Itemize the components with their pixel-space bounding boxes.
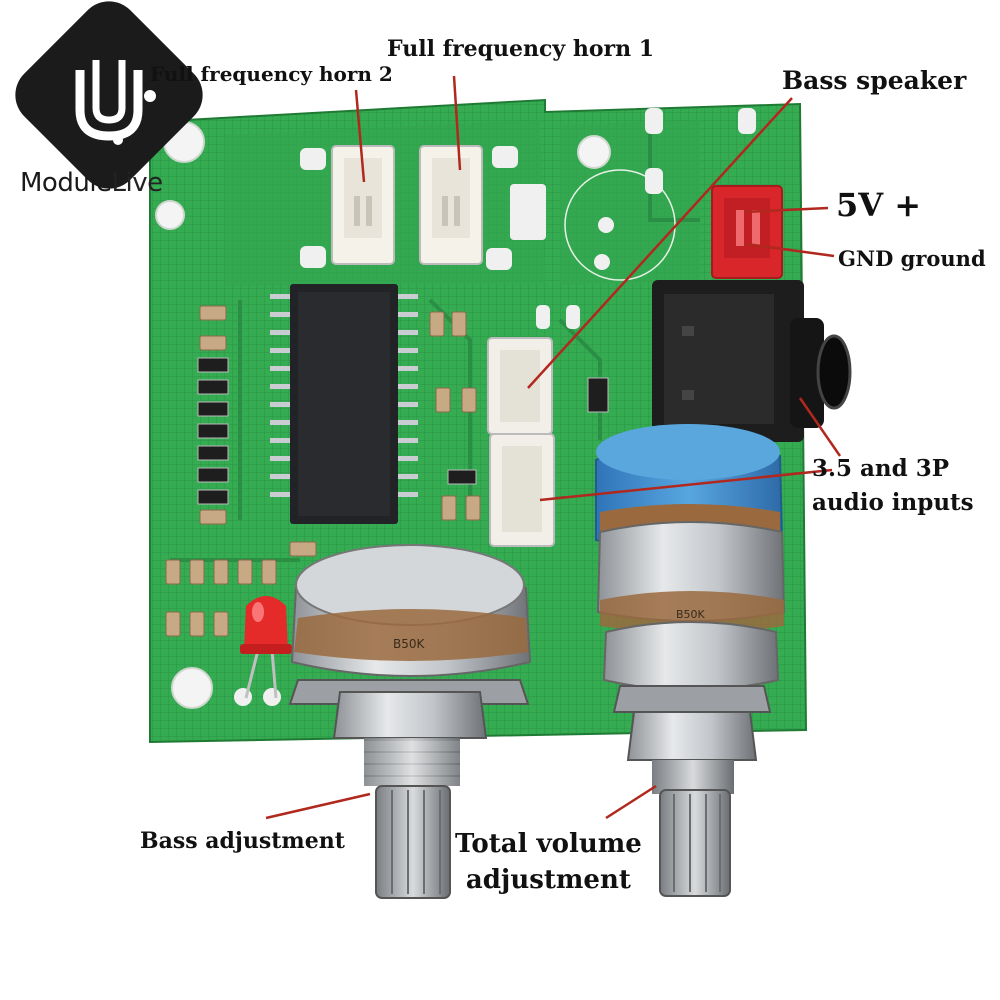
brand-wordmark: ModuleLive bbox=[20, 168, 163, 198]
brand-part1: Module bbox=[20, 168, 112, 198]
label-horn1: Full frequency horn 1 bbox=[387, 36, 655, 62]
audio-jack bbox=[652, 280, 852, 442]
horn1-connector bbox=[419, 145, 483, 265]
smd-components bbox=[165, 305, 609, 637]
moduleLive-logo-icon bbox=[15, 1, 203, 189]
bass-speaker-connector bbox=[487, 337, 553, 435]
label-volume-line2: adjustment bbox=[465, 865, 631, 895]
label-volume-line1: Total volume bbox=[455, 829, 642, 859]
pot-left-marking: B50K bbox=[393, 637, 426, 651]
label-volume-adjustment: Total volume adjustment bbox=[455, 826, 642, 898]
amplifier-chip bbox=[270, 284, 418, 524]
annotation-lines bbox=[265, 75, 842, 820]
label-5v: 5V + bbox=[836, 186, 922, 224]
bass-potentiometer: B50K bbox=[288, 544, 532, 899]
pot-right-marking: B50K bbox=[676, 608, 706, 621]
red-led bbox=[240, 596, 292, 699]
label-bass-adjustment: Bass adjustment bbox=[140, 828, 345, 854]
audio-input-connector bbox=[489, 433, 555, 547]
label-horn2: Full frequency horn 2 bbox=[150, 62, 393, 86]
volume-potentiometer: B50K bbox=[595, 424, 786, 897]
label-bass-speaker: Bass speaker bbox=[782, 66, 967, 95]
label-audio-line2: audio inputs bbox=[812, 489, 974, 516]
label-audio-inputs: 3.5 and 3P audio inputs bbox=[812, 452, 974, 520]
label-gnd: GND ground bbox=[838, 246, 986, 271]
label-audio-line1: 3.5 and 3P bbox=[812, 455, 950, 482]
power-connector bbox=[711, 185, 783, 279]
horn2-connector bbox=[331, 145, 395, 265]
brand-part2: Live bbox=[111, 168, 164, 198]
